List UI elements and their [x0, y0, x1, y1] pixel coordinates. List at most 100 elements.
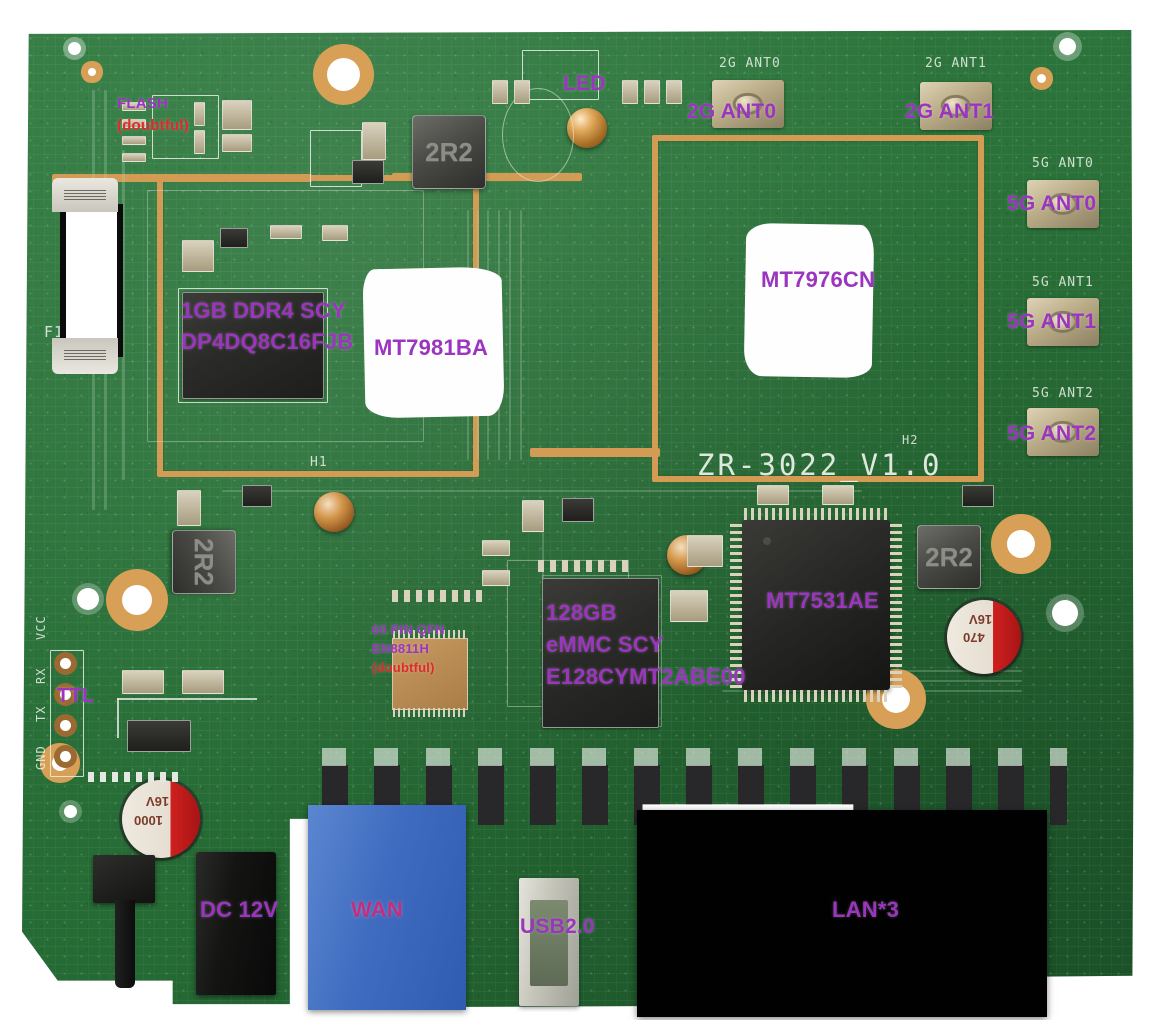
label-ddr4-line1: 1GB DDR4 SCY: [181, 298, 346, 323]
smd-component: [122, 102, 146, 111]
inductor-top: 2R2: [412, 115, 486, 189]
silk-5g-ant0: 5G ANT0: [1032, 156, 1094, 171]
footprint-outline: [152, 95, 219, 159]
ufl-connector-2g-ant0: [712, 80, 784, 128]
inductor-right: 2R2: [917, 525, 981, 589]
rf-shield-outline-right: [652, 135, 984, 482]
mounting-hole-top-center: [327, 58, 360, 91]
pin-header-strip: [88, 772, 180, 782]
pin-header-strip: [538, 560, 630, 572]
smd-component: [122, 119, 146, 128]
capacitor-1000uf-value: 1000: [134, 813, 163, 828]
power-trace-top-left: [52, 174, 312, 182]
mounting-hole-mid-right: [1007, 530, 1035, 558]
power-trace-top-mid: [392, 173, 582, 181]
masked-region-wifi: [743, 222, 875, 379]
label-5g-ant1: 5G ANT1: [1007, 310, 1097, 333]
label-emmc-line1: 128GB: [546, 600, 617, 625]
label-5g-ant0: 5G ANT0: [1007, 192, 1097, 215]
smd-component: [270, 225, 302, 239]
smd-component: [122, 136, 146, 145]
capacitor-470uf-value: 470: [963, 630, 985, 645]
signal-trace: [520, 210, 522, 460]
silk-h2: H2: [902, 433, 919, 447]
silk-uart-rx: RX: [34, 667, 48, 684]
qfp-pins-bottom: [744, 690, 888, 702]
smd-component: [482, 570, 510, 586]
uart-pad-tx: [60, 720, 71, 731]
uart-pad-gnd: [60, 751, 71, 762]
smd-transistor: [352, 160, 384, 184]
smd-component: [644, 80, 660, 104]
smd-component: [194, 102, 205, 126]
label-5g-ant2: 5G ANT2: [1007, 422, 1097, 445]
signal-trace: [122, 150, 125, 480]
ddr4-memory-chip: [182, 292, 324, 399]
label-ddr4-line2: DP4DQ8C16FJB: [181, 329, 354, 354]
label-phy-line1: 60 PIN QFN: [372, 622, 445, 637]
label-wan: WAN: [351, 897, 403, 922]
silk-uart-vcc: VCC: [34, 615, 48, 640]
inductor-left: 2R2: [172, 530, 236, 594]
footprint-outline: [310, 130, 362, 187]
qfp-pins-right: [890, 522, 902, 688]
mounting-hole: [68, 42, 81, 55]
smd-transistor: [562, 498, 594, 522]
silk-line: [117, 698, 119, 738]
smd-transistor: [962, 485, 994, 507]
mounting-hole-left-mid: [122, 585, 152, 615]
smd-component: [182, 240, 214, 272]
screw-post-h1: [314, 492, 354, 532]
qfn-pins-top: [393, 630, 465, 639]
emmc-chip: [542, 578, 659, 728]
inductor-left-marking: 2R2: [189, 538, 220, 586]
capacitor-470uf: 470 16V: [947, 600, 1021, 674]
signal-trace: [222, 490, 862, 492]
crystal-oscillator: [687, 535, 723, 567]
dc-power-jack: [196, 852, 276, 995]
smd-component: [822, 485, 854, 505]
mt7531ae-switch-chip: [742, 520, 890, 690]
smd-component: [182, 670, 224, 694]
label-flash: FLASH: [117, 95, 168, 112]
silk-2g-ant1: 2G ANT1: [925, 56, 987, 71]
pin-header-strip: [392, 590, 482, 602]
label-2g-ant0: 2G ANT0: [687, 100, 777, 123]
smd-component: [492, 80, 508, 104]
inductor-top-marking: 2R2: [425, 136, 473, 167]
smd-component: [362, 122, 386, 160]
smd-component: [222, 134, 252, 152]
smd-component: [514, 80, 530, 104]
signal-trace: [509, 210, 511, 460]
footprint-outline-ddr: [178, 288, 328, 403]
mounting-hole-right-low: [1052, 600, 1078, 626]
smd-component: [222, 100, 252, 130]
silk-fuse-f1: F1: [44, 323, 65, 341]
silk-2g-ant0: 2G ANT0: [719, 56, 781, 71]
smd-inductor: [127, 720, 191, 752]
usb-port-inner: [530, 900, 568, 986]
uart-pad-rx: [60, 689, 71, 700]
lan-ethernet-ports: [637, 810, 1047, 1017]
label-flash-note: (doubtful): [117, 117, 189, 134]
silk-uart-gnd: GND: [34, 745, 48, 770]
label-dc-12v: DC 12V: [200, 897, 279, 922]
uart-header-outline: [50, 650, 84, 777]
masked-region-slot: [60, 204, 123, 357]
mounting-hole-top-right: [1059, 38, 1076, 55]
label-soc-mt7981ba: MT7981BA: [374, 335, 489, 360]
ufl-connector-5g-ant1: [1027, 298, 1099, 346]
mounting-pad: [1037, 74, 1046, 83]
smd-component: [482, 540, 510, 556]
reset-button-stem: [115, 900, 135, 988]
capacitor-470uf-voltage: 16V: [969, 612, 993, 627]
label-switch-mt7531ae: MT7531AE: [766, 588, 879, 613]
lan-magnetics-silk: [322, 748, 1067, 766]
silk-board-revision: ZR-3022_V1.0: [697, 448, 943, 482]
label-2g-ant1: 2G ANT1: [905, 100, 995, 123]
label-emmc-line3: E128CYMT2ABE00: [546, 664, 746, 689]
label-ttl: TTL: [57, 685, 95, 707]
label-phy-line2: EN8811H: [372, 641, 430, 656]
reset-button: [93, 855, 155, 903]
